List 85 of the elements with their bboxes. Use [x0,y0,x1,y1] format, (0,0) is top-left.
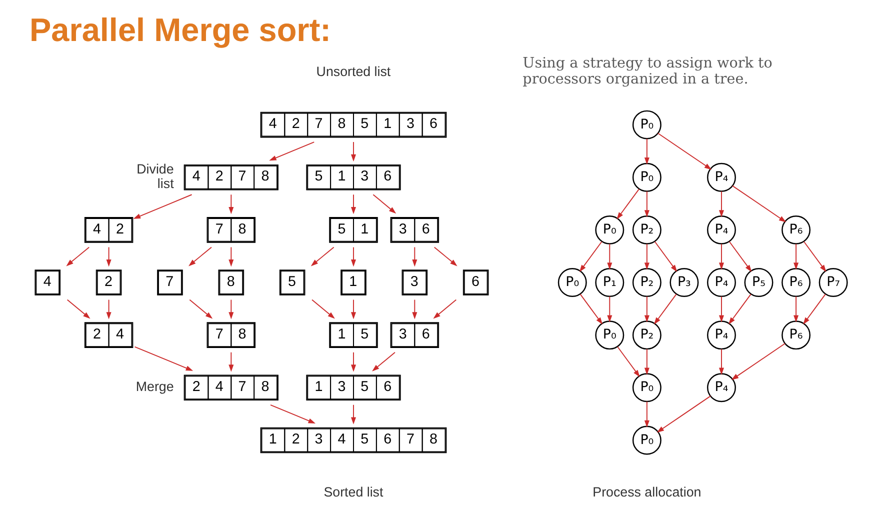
arrow [718,243,724,270]
arrow [803,294,826,325]
arrow [372,194,396,214]
arrow [794,296,799,322]
arrow [644,138,650,165]
arrow [644,190,650,218]
arrow [133,194,192,219]
arrow [718,296,724,322]
node-circle: P₇ [818,268,848,297]
node-circle: P₃ [670,268,699,297]
arrow [270,404,316,424]
arrow [803,241,826,272]
arrow [644,243,650,270]
arrow [228,194,234,214]
node-circle: P₂ [632,268,662,297]
arrow [188,246,212,266]
node-circle: P₆ [782,215,811,244]
arrow [794,243,799,270]
arrow [412,299,418,320]
arrow [654,294,677,325]
node-circle: P₄ [707,320,736,350]
arrow [350,194,356,214]
arrow [350,142,356,162]
arrow [434,246,458,266]
arrow [312,299,335,319]
arrow [412,246,418,267]
arrow [106,299,112,320]
node-circle: P₀ [558,268,587,297]
arrow [644,401,650,428]
node-circle: P₄ [707,268,736,297]
arrow [718,348,724,375]
arrow [228,299,234,320]
arrow [350,246,356,267]
arrow [310,246,334,266]
node-circle: P₂ [632,320,662,350]
node-circle: P₅ [744,268,774,297]
arrow [66,299,90,319]
node-circle: P₆ [782,320,811,350]
node-circle: P₄ [707,162,736,192]
arrow [134,346,194,371]
node-circle: P₀ [632,426,662,455]
arrow [66,246,90,266]
diagram-title: Parallel Merge sort: [29,12,331,48]
arrow [718,190,724,218]
label: Sorted list [324,484,384,500]
arrow [579,241,602,272]
arrow [644,348,650,375]
arrow [350,404,356,424]
node-circle: P₆ [782,268,811,297]
arrow [732,185,786,222]
arrow [731,343,786,380]
node-circle: P₀ [632,373,662,402]
arrow [106,246,112,267]
arrow [728,294,752,325]
arrow [644,296,650,322]
arrow [228,352,234,372]
label: Unsorted list [316,64,391,79]
label: Merge [136,379,174,394]
node-circle: P₀ [595,215,624,244]
arrow [372,352,396,372]
arrow [350,299,356,320]
arrow [657,132,712,170]
arrow [350,352,356,372]
arrow [269,142,315,161]
arrow [654,241,678,272]
node-circle: P₀ [632,110,662,140]
node-circle: P₀ [632,162,662,192]
arrow [189,299,213,319]
arrow [607,296,612,322]
arrow [617,346,640,378]
label: Using a strategy to assign work to processors organized in a tree. [522,55,772,88]
node-circle: P₂ [632,215,662,244]
label: Process allocation [592,484,702,500]
arrow [607,243,612,270]
node-circle: P₄ [707,215,736,244]
node-circle: P₀ [595,320,624,350]
arrow [228,246,234,267]
arrow [616,188,640,220]
label: Divide list [136,162,174,192]
arrow [580,294,603,325]
arrow [728,241,752,272]
arrow [656,396,711,433]
node-circle: P₁ [595,268,624,297]
arrow [433,299,457,319]
node-circle: P₄ [707,373,736,402]
